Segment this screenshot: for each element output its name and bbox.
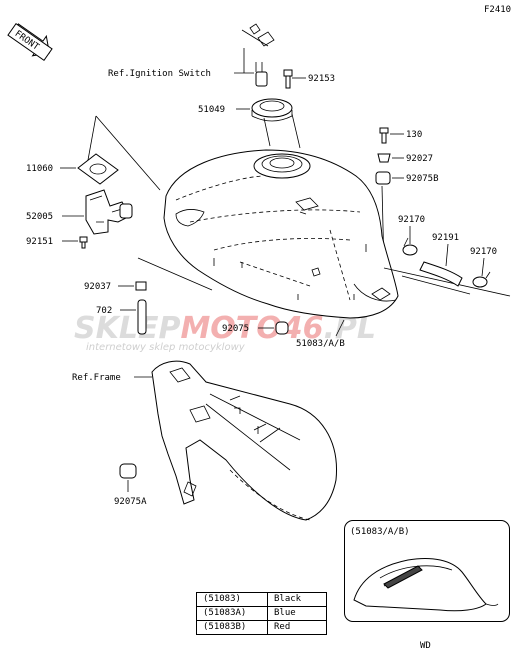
watermark-sub: internetowy sklep motocyklowy [86,342,246,353]
label-92151: 92151 [26,237,53,247]
hose-92191-part [419,261,463,287]
label-92191: 92191 [432,233,459,243]
table-row: (51083B) Red [196,620,327,635]
clamp-92170-right-part [472,271,491,288]
frame-part [151,360,338,521]
table-cell-code: (51083A) [196,606,268,621]
inset-title: (51083/A/B) [350,527,410,537]
label-ref-ignition-switch: Ref.Ignition Switch [108,69,211,79]
gasket-11060-part [77,153,119,185]
label-51049: 51049 [198,105,225,115]
table-cell-color: Blue [267,606,327,621]
label-92075B: 92075B [406,174,439,184]
label-ref-frame: Ref.Frame [72,373,121,383]
label-92170-left: 92170 [398,215,425,225]
leader-ignition [234,48,254,74]
bolt-92153-part [283,69,293,89]
watermark-a: SKLEP [74,311,180,346]
inset-tank-drawing [353,558,499,612]
svg-text:SKLEPMOTO46.PL: SKLEPMOTO46.PL [74,311,376,346]
watermark: SKLEPMOTO46.PL internetowy sklep motocyk… [74,311,376,353]
front-arrow-box [7,22,53,62]
inset-frame [344,520,510,622]
bolt-130-part [379,127,389,144]
watermark-b: MOTO [180,311,281,346]
label-52005: 52005 [26,212,53,222]
table-cell-color: Red [267,620,327,635]
color-table: (51083) Black (51083A) Blue (51083B) Red [196,592,327,635]
label-92037: 92037 [84,282,111,292]
clamp-92037-part [135,281,147,291]
fuel-pump-52005-part [85,189,133,235]
label-92075: 92075 [222,324,249,334]
table-cell-code: (51083) [196,592,268,607]
diagram-id: F2410 [484,5,511,15]
label-51083: 51083/A/B [296,339,345,349]
label-11060: 11060 [26,164,53,174]
label-130: 130 [406,130,422,140]
table-row: (51083A) Blue [196,606,327,621]
label-92153: 92153 [308,74,335,84]
table-cell-code: (51083B) [196,620,268,635]
table-cell-color: Black [267,592,327,607]
table-row: (51083) Black [196,592,327,607]
screw-92151-part [79,236,88,249]
label-702: 702 [96,306,112,316]
washer-92027-part [377,153,391,163]
damper-92075-part [275,321,289,335]
fuel-cap-51049-part [251,98,293,122]
label-92170-right: 92170 [470,247,497,257]
label-92075A: 92075A [114,497,147,507]
hose-702-part [137,299,147,335]
damper-92075B-part [375,171,391,185]
label-92027: 92027 [406,154,433,164]
fuel-tank-part [163,149,399,319]
clamp-92170-left-part [402,237,418,256]
ignition-key-part [241,23,275,87]
inset-caption: WD [420,641,431,651]
damper-92075A-part [119,463,137,479]
